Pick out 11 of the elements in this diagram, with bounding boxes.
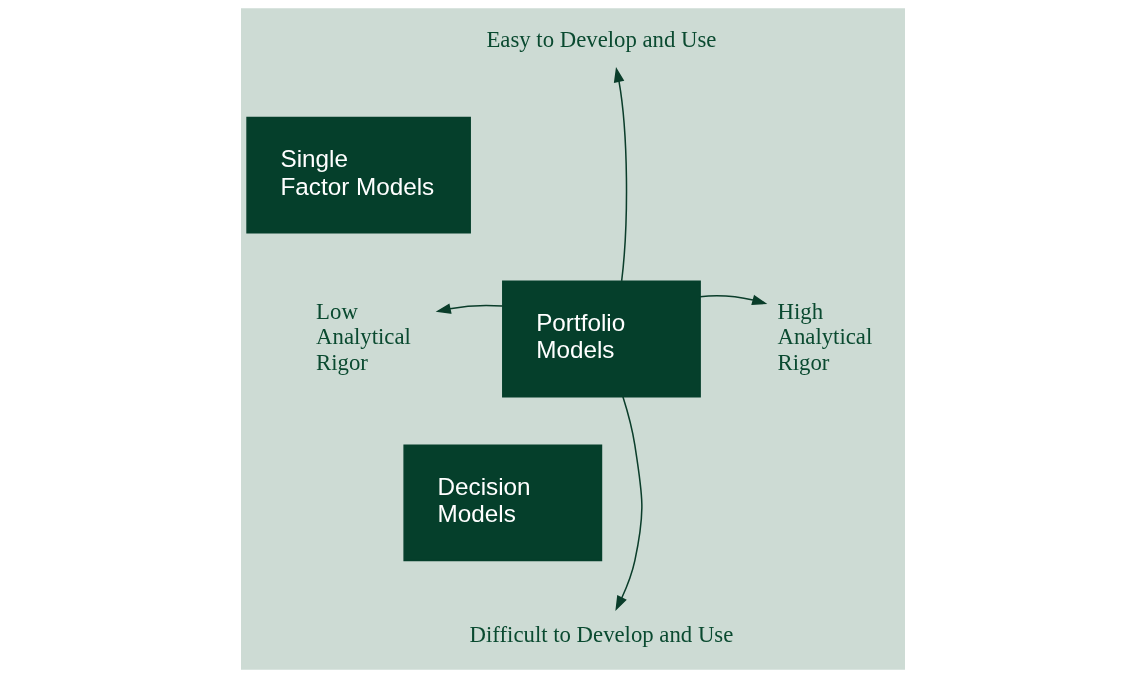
- node-box: Decision Models: [403, 444, 603, 562]
- node-text: Easy to Develop and Use: [486, 26, 717, 52]
- arrow: [435, 303, 504, 314]
- node-text: Low Analytical Rigor: [316, 298, 411, 376]
- node-box: Single Factor Models: [246, 116, 471, 234]
- node-box: Portfolio Models: [502, 280, 701, 398]
- arrow: [699, 294, 768, 306]
- node-text: High Analytical Rigor: [777, 298, 873, 376]
- arrow: [613, 66, 628, 282]
- arrow: [615, 396, 643, 612]
- node-text: Difficult to Develop and Use: [469, 621, 734, 647]
